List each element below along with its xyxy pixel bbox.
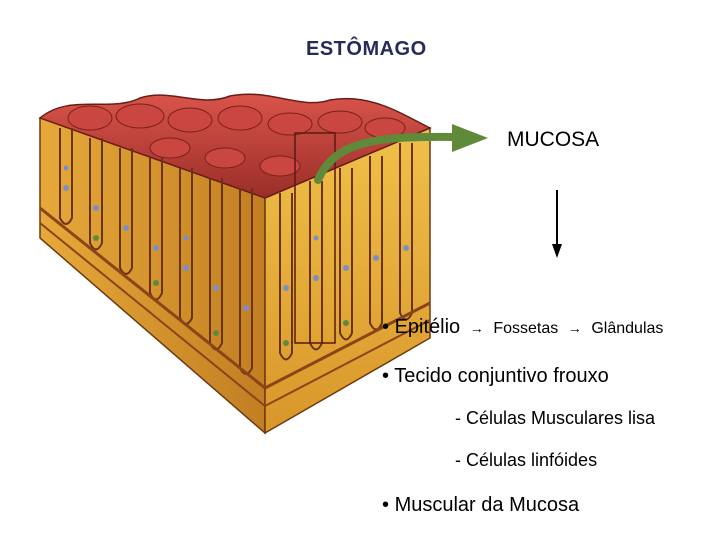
muscularis-mucosa-label: Muscular da Mucosa (394, 494, 580, 516)
bullet: • (382, 316, 390, 338)
green-arrowhead (452, 124, 488, 152)
epithelium-label: Epitélio (394, 316, 461, 338)
bullet: • (382, 494, 390, 516)
down-arrowhead (552, 244, 562, 258)
bullet: • (382, 365, 390, 387)
pits-label: Fossetas (493, 320, 559, 337)
stomach-mucosa-illustration (38, 93, 432, 435)
connective-tissue-item: • Tecido conjuntivo frouxo (382, 365, 609, 388)
page-title: ESTÔMAGO (306, 38, 427, 60)
lymphoid-cells-item: - Células linfóides (455, 450, 598, 470)
epithelium-item: • Epitélio → Fossetas → Glândulas (382, 316, 663, 339)
right-arrow-icon: → (469, 320, 484, 336)
smooth-muscle-item: - Células Musculares lisa (455, 408, 656, 428)
muscularis-mucosa-item: • Muscular da Mucosa (382, 494, 579, 517)
right-arrow-icon: → (567, 320, 582, 336)
connective-tissue-label: Tecido conjuntivo frouxo (394, 365, 609, 387)
glands-label: Glândulas (591, 320, 664, 337)
mucosa-label: MUCOSA (507, 128, 600, 151)
